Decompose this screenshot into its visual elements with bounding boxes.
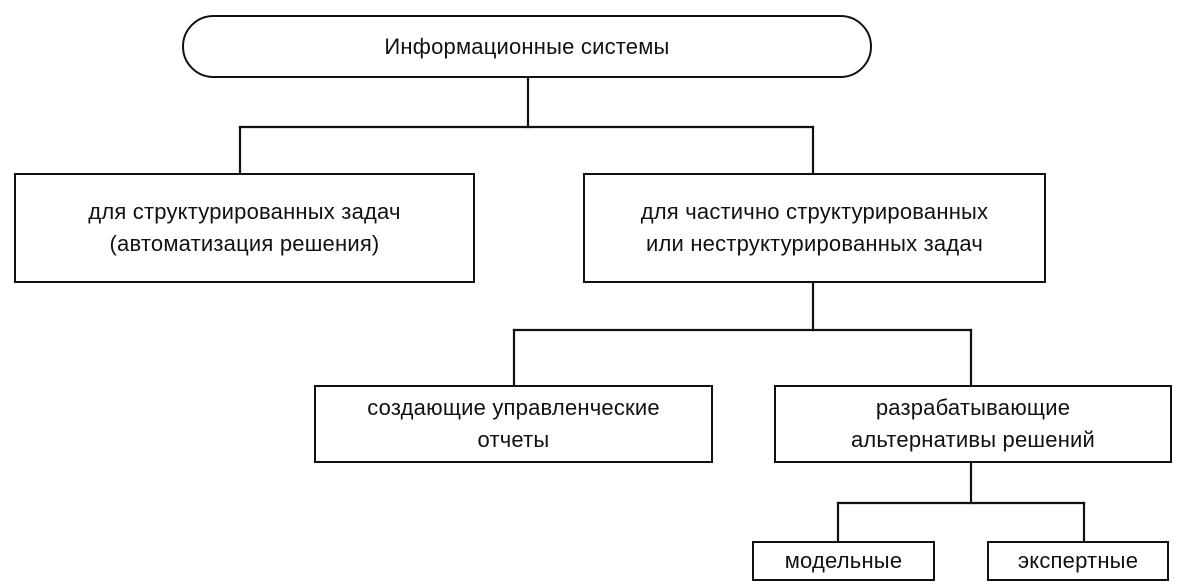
node-semi-structured-tasks-line-1: для частично структурированных bbox=[640, 199, 989, 224]
root-node-information-systems: Информационные системы bbox=[182, 15, 872, 78]
root-node-label: Информационные системы bbox=[384, 33, 670, 59]
node-semi-structured-tasks: для частично структурированных или нестр… bbox=[583, 173, 1046, 283]
node-management-reports: создающие управленческие отчеты bbox=[314, 385, 713, 463]
node-decision-alternatives-line-1: разрабатывающие bbox=[875, 395, 1071, 420]
node-expert: экспертные bbox=[987, 541, 1169, 581]
node-structured-tasks: для структурированных задач (автоматизац… bbox=[14, 173, 475, 283]
node-semi-structured-tasks-line-2: или неструктурированных задач bbox=[646, 231, 983, 256]
node-management-reports-line-2: отчеты bbox=[477, 427, 550, 452]
node-management-reports-line-1: создающие управленческие bbox=[367, 395, 660, 420]
node-expert-label: экспертные bbox=[1017, 548, 1139, 573]
node-decision-alternatives-line-2: альтернативы решений bbox=[850, 427, 1096, 452]
node-decision-alternatives: разрабатывающие альтернативы решений bbox=[774, 385, 1172, 463]
node-model-based: модельные bbox=[752, 541, 935, 581]
node-structured-tasks-line-2: (автоматизация решения) bbox=[109, 231, 380, 256]
node-model-based-label: модельные bbox=[784, 548, 903, 573]
node-structured-tasks-line-1: для структурированных задач bbox=[88, 199, 401, 224]
